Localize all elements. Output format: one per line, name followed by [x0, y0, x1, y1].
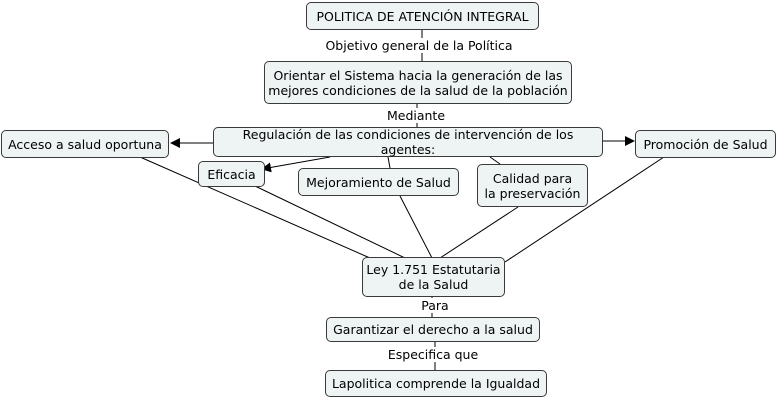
node-calidad: Calidad para la preservación — [477, 164, 588, 207]
link-regulacion-calidad — [489, 156, 501, 165]
node-orientar: Orientar el Sistema hacia la generación … — [264, 61, 572, 104]
link-mejoramiento-ley — [399, 195, 433, 259]
link-regulacion-mejoramiento — [387, 156, 391, 169]
label-objetivo: Objetivo general de la Política — [323, 38, 515, 53]
node-eficacia: Eficacia — [198, 161, 265, 187]
node-regulacion: Regulación de las condiciones de interve… — [213, 127, 603, 157]
label-para: Para — [419, 298, 451, 313]
label-mediante: Mediante — [384, 108, 448, 123]
node-mejoramiento: Mejoramiento de Salud — [298, 168, 459, 196]
node-ley: Ley 1.751 Estatutaria de la Salud — [362, 257, 505, 297]
link-promocion-ley — [504, 156, 665, 263]
node-acceso: Acceso a salud oportuna — [1, 130, 169, 158]
node-promocion: Promoción de Salud — [635, 130, 776, 158]
link-eficacia-ley — [254, 185, 406, 259]
node-politica: POLITICA DE ATENCIÓN INTEGRAL — [306, 2, 539, 30]
label-especifica: Especifica que — [385, 347, 481, 362]
link-acceso-ley — [139, 156, 371, 259]
node-lapolitica: Lapolitica comprende la Igualdad — [325, 370, 547, 397]
arrow-to-eficacia — [261, 156, 331, 173]
node-garantizar: Garantizar el derecho a la salud — [326, 317, 540, 342]
link-calidad-ley — [439, 206, 519, 259]
